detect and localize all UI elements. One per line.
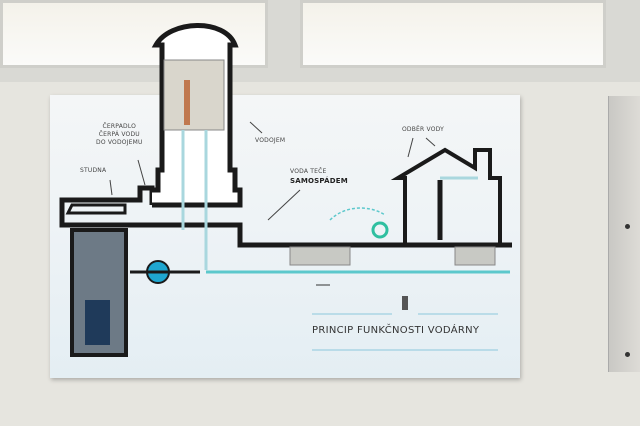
label-samospadem: SAMOSPÁDEM [290, 177, 348, 185]
water-tower-outline [59, 185, 512, 248]
house-outline [390, 147, 502, 245]
metal-plate [608, 96, 640, 372]
label-cerpadlo: ČERPADLO ČERPÁ VODU DO VODOJEMU [96, 123, 143, 146]
window-pane-right [300, 0, 606, 68]
label-studna: STUDNA [80, 167, 107, 174]
tank [163, 59, 225, 131]
label-vodojem: VODOJEM [255, 137, 286, 144]
board-title: PRINCIP FUNKČNOSTI VODÁRNY [312, 325, 480, 336]
well-lid [65, 203, 127, 215]
label-voda-tece: VODA TEČE [290, 168, 327, 175]
label-odber-vody: ODBĚR VODY [402, 126, 445, 133]
vodarna-logo [402, 296, 408, 310]
